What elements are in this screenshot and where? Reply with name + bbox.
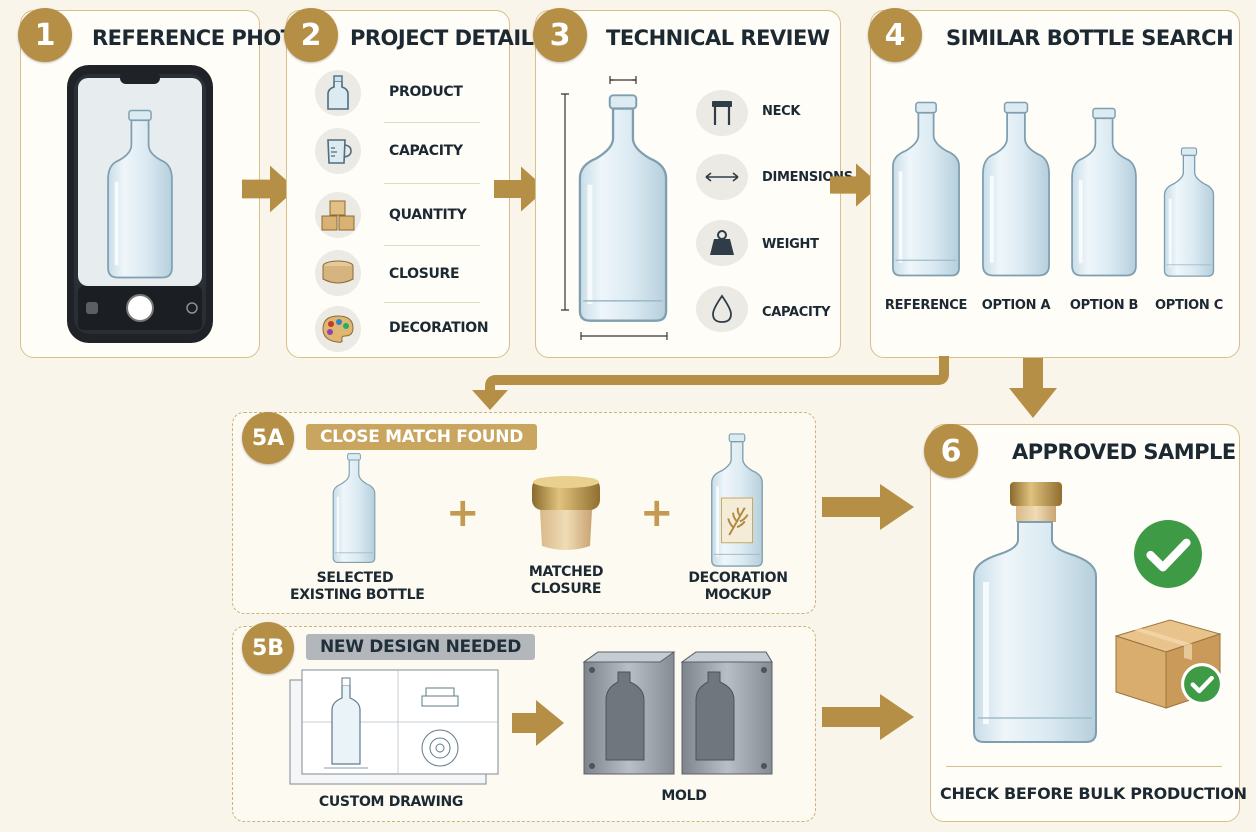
bottle-option-b	[1070, 106, 1138, 278]
palette-icon	[315, 306, 361, 352]
approved-check-icon	[1132, 518, 1204, 590]
detail-decoration: DECORATION	[389, 320, 489, 336]
arrow-4-to-6	[1009, 358, 1057, 418]
bottle-option-c	[1163, 146, 1215, 278]
custom-drawing-sheet	[288, 668, 500, 791]
review-weight: WEIGHT	[762, 237, 819, 252]
close-match-tag: CLOSE MATCH FOUND	[306, 424, 538, 450]
step-4-badge: 4	[868, 8, 922, 62]
divider	[946, 766, 1222, 767]
label-option-a: OPTION A	[981, 298, 1051, 313]
label-option-b: OPTION B	[1069, 298, 1139, 313]
label-line: DECORATION	[688, 570, 788, 586]
technical-bottle-drawing	[553, 70, 683, 351]
label-reference: REFERENCE	[884, 298, 968, 313]
review-capacity: CAPACITY	[762, 305, 831, 320]
label-decoration-mockup: DECORATION MOCKUP	[676, 570, 800, 604]
step-6-title: APPROVED SAMPLE	[1012, 440, 1236, 464]
product-icon	[315, 70, 361, 116]
step-2-title: PROJECT DETAILS	[350, 26, 549, 50]
plus-icon: +	[446, 490, 480, 536]
step-4-title: SIMILAR BOTTLE SEARCH	[946, 26, 1234, 50]
step-2-panel	[286, 10, 510, 358]
drop-capacity-icon	[696, 286, 748, 332]
detail-quantity: QUANTITY	[389, 207, 467, 223]
label-option-c: OPTION C	[1155, 298, 1223, 313]
bottle-option-a	[981, 100, 1051, 278]
label-line: CLOSURE	[530, 581, 602, 597]
label-matched-closure: MATCHED CLOSURE	[506, 564, 626, 598]
divider	[384, 245, 480, 246]
step-5b-badge: 5B	[242, 622, 294, 674]
label-line: MATCHED	[528, 564, 604, 580]
arrow-4-to-5a	[472, 356, 949, 410]
capacity-icon	[315, 128, 361, 174]
decoration-mockup-image	[700, 432, 774, 573]
label-line: EXISTING BOTTLE	[290, 587, 425, 603]
step-1-badge: 1	[18, 8, 72, 62]
arrow-5a-to-6	[822, 484, 914, 530]
label-line: MOCKUP	[704, 587, 772, 603]
step-2-badge: 2	[284, 8, 338, 62]
label-custom-drawing: CUSTOM DRAWING	[318, 794, 464, 810]
label-mold: MOLD	[661, 788, 707, 804]
detail-closure: CLOSURE	[389, 266, 460, 282]
weight-icon	[696, 220, 748, 266]
step-3-badge: 3	[533, 8, 587, 62]
step-5a-badge: 5A	[242, 412, 294, 464]
closure-icon	[315, 250, 361, 296]
approved-sample-bottle	[960, 478, 1110, 751]
review-neck: NECK	[762, 104, 801, 119]
divider	[384, 302, 480, 303]
detail-product: PRODUCT	[389, 84, 463, 100]
bulk-production-caption: CHECK BEFORE BULK PRODUCTION	[940, 784, 1247, 803]
phone-illustration	[66, 64, 214, 349]
label-selected-bottle: SELECTED EXISTING BOTTLE	[290, 570, 425, 604]
divider	[384, 183, 480, 184]
step-3-title: TECHNICAL REVIEW	[606, 26, 830, 50]
dimensions-icon	[696, 154, 748, 200]
bottle-reference	[891, 100, 961, 278]
matched-closure-image	[528, 474, 604, 559]
label-line: SELECTED	[316, 570, 394, 586]
detail-capacity: CAPACITY	[389, 143, 463, 159]
neck-icon	[696, 90, 748, 136]
arrow-5b-to-6	[822, 694, 914, 740]
selected-bottle	[332, 452, 376, 564]
quantity-boxes-icon	[315, 192, 361, 238]
box-check-icon	[1181, 663, 1223, 705]
mold-image	[578, 648, 778, 789]
new-design-tag: NEW DESIGN NEEDED	[306, 634, 536, 660]
step-6-badge: 6	[924, 424, 978, 478]
arrow-drawing-to-mold	[512, 700, 564, 746]
step-1-title: REFERENCE PHOTO	[92, 26, 312, 50]
plus-icon: +	[640, 490, 674, 536]
divider	[384, 122, 480, 123]
